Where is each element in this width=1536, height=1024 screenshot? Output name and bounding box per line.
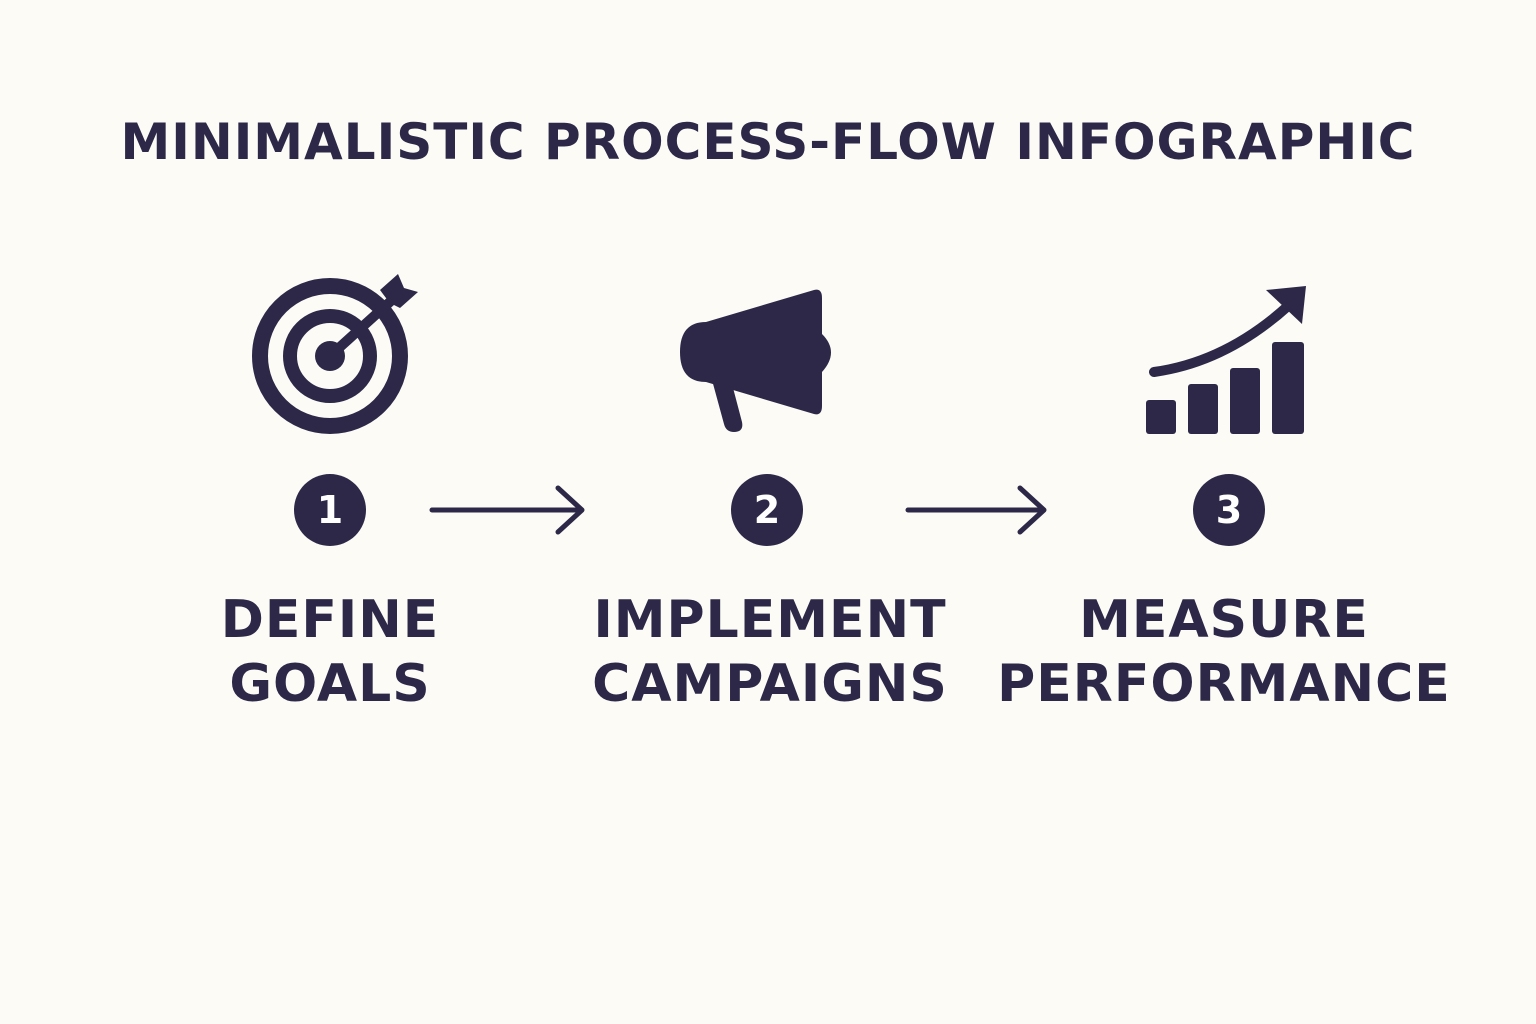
step-label-line: GOALS — [229, 654, 431, 714]
step-number-badge-3: 3 — [1193, 474, 1265, 546]
growth-chart-icon — [1146, 286, 1306, 434]
arrow-right-icon — [429, 485, 585, 535]
step-number-badge-1: 1 — [294, 474, 366, 546]
arrow-right-icon — [905, 485, 1047, 535]
infographic-title: MINIMALISTIC PROCESS-FLOW INFOGRAPHIC — [120, 113, 1416, 171]
target-icon — [252, 274, 418, 434]
step-label-measure-performance: MEASURE PERFORMANCE — [984, 588, 1464, 716]
megaphone-icon — [680, 289, 831, 432]
step-label-line: DEFINE — [220, 590, 440, 650]
step-label-define-goals: DEFINE GOALS — [90, 588, 570, 716]
step-label-line: IMPLEMENT — [593, 590, 947, 650]
step-label-line: MEASURE — [1079, 590, 1369, 650]
step-label-line: PERFORMANCE — [997, 654, 1451, 714]
step-label-line: CAMPAIGNS — [592, 654, 948, 714]
step-label-implement-campaigns: IMPLEMENT CAMPAIGNS — [530, 588, 1010, 716]
step-number-badge-2: 2 — [731, 474, 803, 546]
